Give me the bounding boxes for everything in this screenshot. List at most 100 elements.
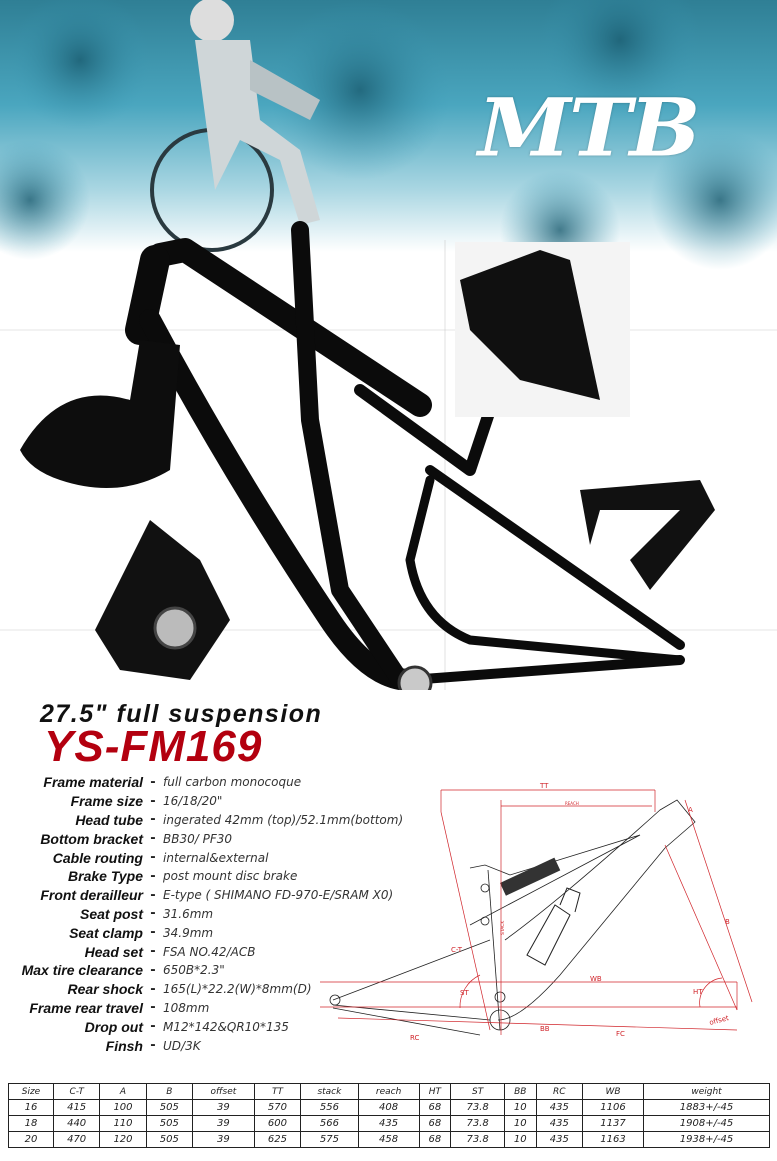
- spec-value: internal&external: [163, 850, 269, 865]
- table-cell: 440: [52, 1115, 101, 1132]
- header-cell: WB: [581, 1083, 645, 1100]
- spec-value: M12*142&QR10*135: [163, 1019, 289, 1034]
- spec-separator: -: [150, 887, 156, 903]
- label-a: A: [688, 806, 693, 814]
- label-rc: RC: [410, 1034, 420, 1042]
- table-cell: 39: [192, 1131, 255, 1148]
- carbon-frame-image: [125, 221, 685, 690]
- spec-label: Head tube: [75, 811, 143, 828]
- spec-label: Max tire clearance: [21, 962, 143, 979]
- table-cell: 435: [535, 1115, 583, 1132]
- spec-row: Front derailleur-E-type ( SHIMANO FD-970…: [0, 886, 440, 905]
- table-cell: 625: [253, 1131, 302, 1148]
- header-cell: A: [99, 1083, 147, 1100]
- spec-row: Rear shock-165(L)*22.2(W)*8mm(D): [0, 980, 440, 999]
- table-cell: 505: [145, 1099, 194, 1116]
- rider-image: [150, 0, 320, 252]
- table-cell: 100: [99, 1099, 147, 1116]
- table-cell: 408: [357, 1099, 420, 1116]
- frame-outline: [329, 799, 696, 1036]
- table-cell: 39: [192, 1099, 255, 1116]
- spec-label: Seat clamp: [69, 924, 143, 941]
- spec-row: Max tire clearance-650B*2.3": [0, 961, 440, 980]
- table-cell: 505: [145, 1131, 194, 1148]
- table-cell: 16: [8, 1099, 54, 1116]
- table-cell: 1883+/-45: [643, 1099, 770, 1116]
- label-stack: STACK: [500, 920, 506, 935]
- table-cell: 68: [418, 1099, 452, 1116]
- spec-label: Rear shock: [67, 981, 143, 998]
- header-cell: HT: [418, 1083, 452, 1100]
- detail-image-bottom-bracket: [95, 520, 230, 680]
- header-cell: B: [145, 1083, 194, 1100]
- rear-shock: [500, 857, 561, 896]
- header-cell: weight: [643, 1083, 770, 1100]
- spec-row: Cable routing-internal&external: [0, 848, 440, 867]
- table-cell: 435: [535, 1099, 583, 1116]
- spec-label: Brake Type: [68, 868, 143, 885]
- hero-photo: [0, 0, 777, 690]
- table-cell: 1163: [581, 1131, 645, 1148]
- table-cell: 435: [535, 1131, 583, 1148]
- table-cell: 10: [503, 1099, 537, 1116]
- table-cell: 73.8: [450, 1131, 505, 1148]
- header-cell: C-T: [52, 1083, 101, 1100]
- table-cell: 1106: [581, 1099, 645, 1116]
- header-cell: stack: [300, 1083, 359, 1100]
- spec-separator: -: [150, 774, 156, 790]
- spec-label: Bottom bracket: [40, 830, 143, 847]
- table-cell: 600: [253, 1115, 302, 1132]
- spec-separator: -: [150, 1038, 156, 1054]
- spec-row: Frame size-16/18/20": [0, 792, 440, 811]
- spec-separator: -: [150, 962, 156, 978]
- spec-label: Seat post: [79, 905, 143, 922]
- spec-row: Head tube-ingerated 42mm (top)/52.1mm(bo…: [0, 811, 440, 830]
- table-cell: 570: [253, 1099, 302, 1116]
- label-tt: TT: [539, 782, 549, 790]
- spec-value: post mount disc brake: [163, 869, 298, 884]
- table-cell: 39: [192, 1115, 255, 1132]
- hero-title: MTB: [478, 80, 700, 175]
- table-cell: 68: [418, 1115, 452, 1132]
- table-cell: 505: [145, 1115, 194, 1132]
- table-cell: 470: [52, 1131, 101, 1148]
- label-fc: FC: [616, 1030, 625, 1038]
- spec-value: E-type ( SHIMANO FD-970-E/SRAM X0): [163, 888, 394, 903]
- spec-separator: -: [150, 1000, 156, 1016]
- spec-row: Seat clamp-34.9mm: [0, 923, 440, 942]
- spec-label: Frame material: [43, 774, 143, 791]
- spec-value: BB30/ PF30: [163, 831, 232, 846]
- foliage: [0, 0, 777, 290]
- table-cell: 73.8: [450, 1099, 505, 1116]
- header-cell: Size: [8, 1083, 54, 1100]
- dimension-lines: [320, 789, 753, 1035]
- table-cell: 68: [418, 1131, 452, 1148]
- spec-label: Front derailleur: [40, 887, 143, 904]
- spec-label: Frame rear travel: [29, 999, 143, 1016]
- table-cell: 435: [357, 1115, 420, 1132]
- detail-image-dropout: [580, 480, 715, 590]
- spec-separator: -: [150, 1019, 156, 1035]
- table-cell: 1908+/-45: [643, 1115, 770, 1132]
- spec-label: Frame size: [70, 793, 143, 810]
- table-cell: 73.8: [450, 1115, 505, 1132]
- header-cell: offset: [192, 1083, 255, 1100]
- product-model: YS-FM169: [44, 722, 263, 771]
- detail-image-headtube: [20, 340, 180, 488]
- spec-row: Frame material-full carbon monocoque: [0, 773, 440, 792]
- geometry-diagram: TT REACH STACK A B C-T ST WB HT BB RC FC…: [320, 782, 753, 1042]
- header-cell: RC: [535, 1083, 583, 1100]
- table-cell: 566: [300, 1115, 359, 1132]
- spec-label: Head set: [84, 943, 143, 960]
- label-offset: offset: [708, 1014, 729, 1027]
- table-cell: 20: [8, 1131, 54, 1148]
- table-cell: 1137: [581, 1115, 645, 1132]
- product-subtitle: 27.5" full suspension: [40, 700, 323, 728]
- spec-separator: -: [150, 793, 156, 809]
- spec-row: Bottom bracket-BB30/ PF30: [0, 829, 440, 848]
- spec-label: Cable routing: [52, 849, 143, 866]
